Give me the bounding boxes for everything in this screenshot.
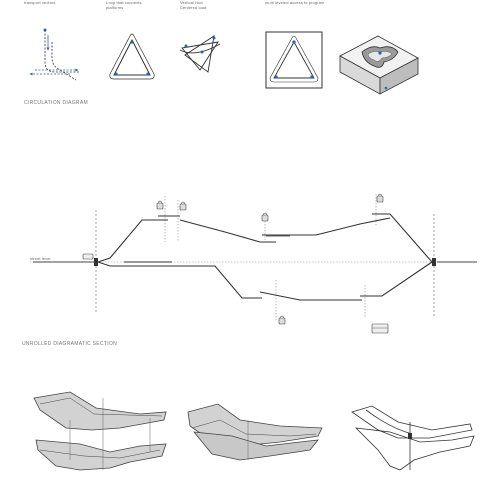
transport-vectors-icon <box>29 28 80 81</box>
street-level-label: street level <box>30 256 51 261</box>
perspective-middle <box>187 403 323 461</box>
caption-multi-level: multi leveled access to program <box>265 0 325 5</box>
route-upper-c <box>262 217 391 236</box>
loop-triangle-icon <box>109 33 155 80</box>
elevator-icons <box>156 193 384 325</box>
section-diagram <box>30 193 477 334</box>
circulation-diagram-title: CIRCULATION DIAGRAM <box>24 100 88 106</box>
unrolled-section-title: UNROLLED DIAGRAMATIC SECTION <box>22 341 117 347</box>
route-upper-d <box>372 213 433 263</box>
car-icon <box>82 253 94 260</box>
route-lower-c <box>360 261 433 297</box>
caption-loop: Loop that connects platforms <box>106 0 142 10</box>
bus-icon <box>371 323 389 334</box>
route-lower-b <box>259 291 362 301</box>
caption-vertical-hub: Vertical Hub Centered load <box>180 0 207 10</box>
caption-transport-vectors: transport vectors <box>24 0 56 5</box>
perspective-left <box>33 391 167 471</box>
perspective-right <box>351 405 475 471</box>
route-upper-b <box>179 219 276 243</box>
vertical-hub-icon <box>179 35 221 73</box>
boxed-triangle-icon <box>265 31 323 89</box>
route-lower-a <box>97 261 262 299</box>
route-upper-a <box>97 219 168 263</box>
isometric-block-icon <box>339 35 419 95</box>
